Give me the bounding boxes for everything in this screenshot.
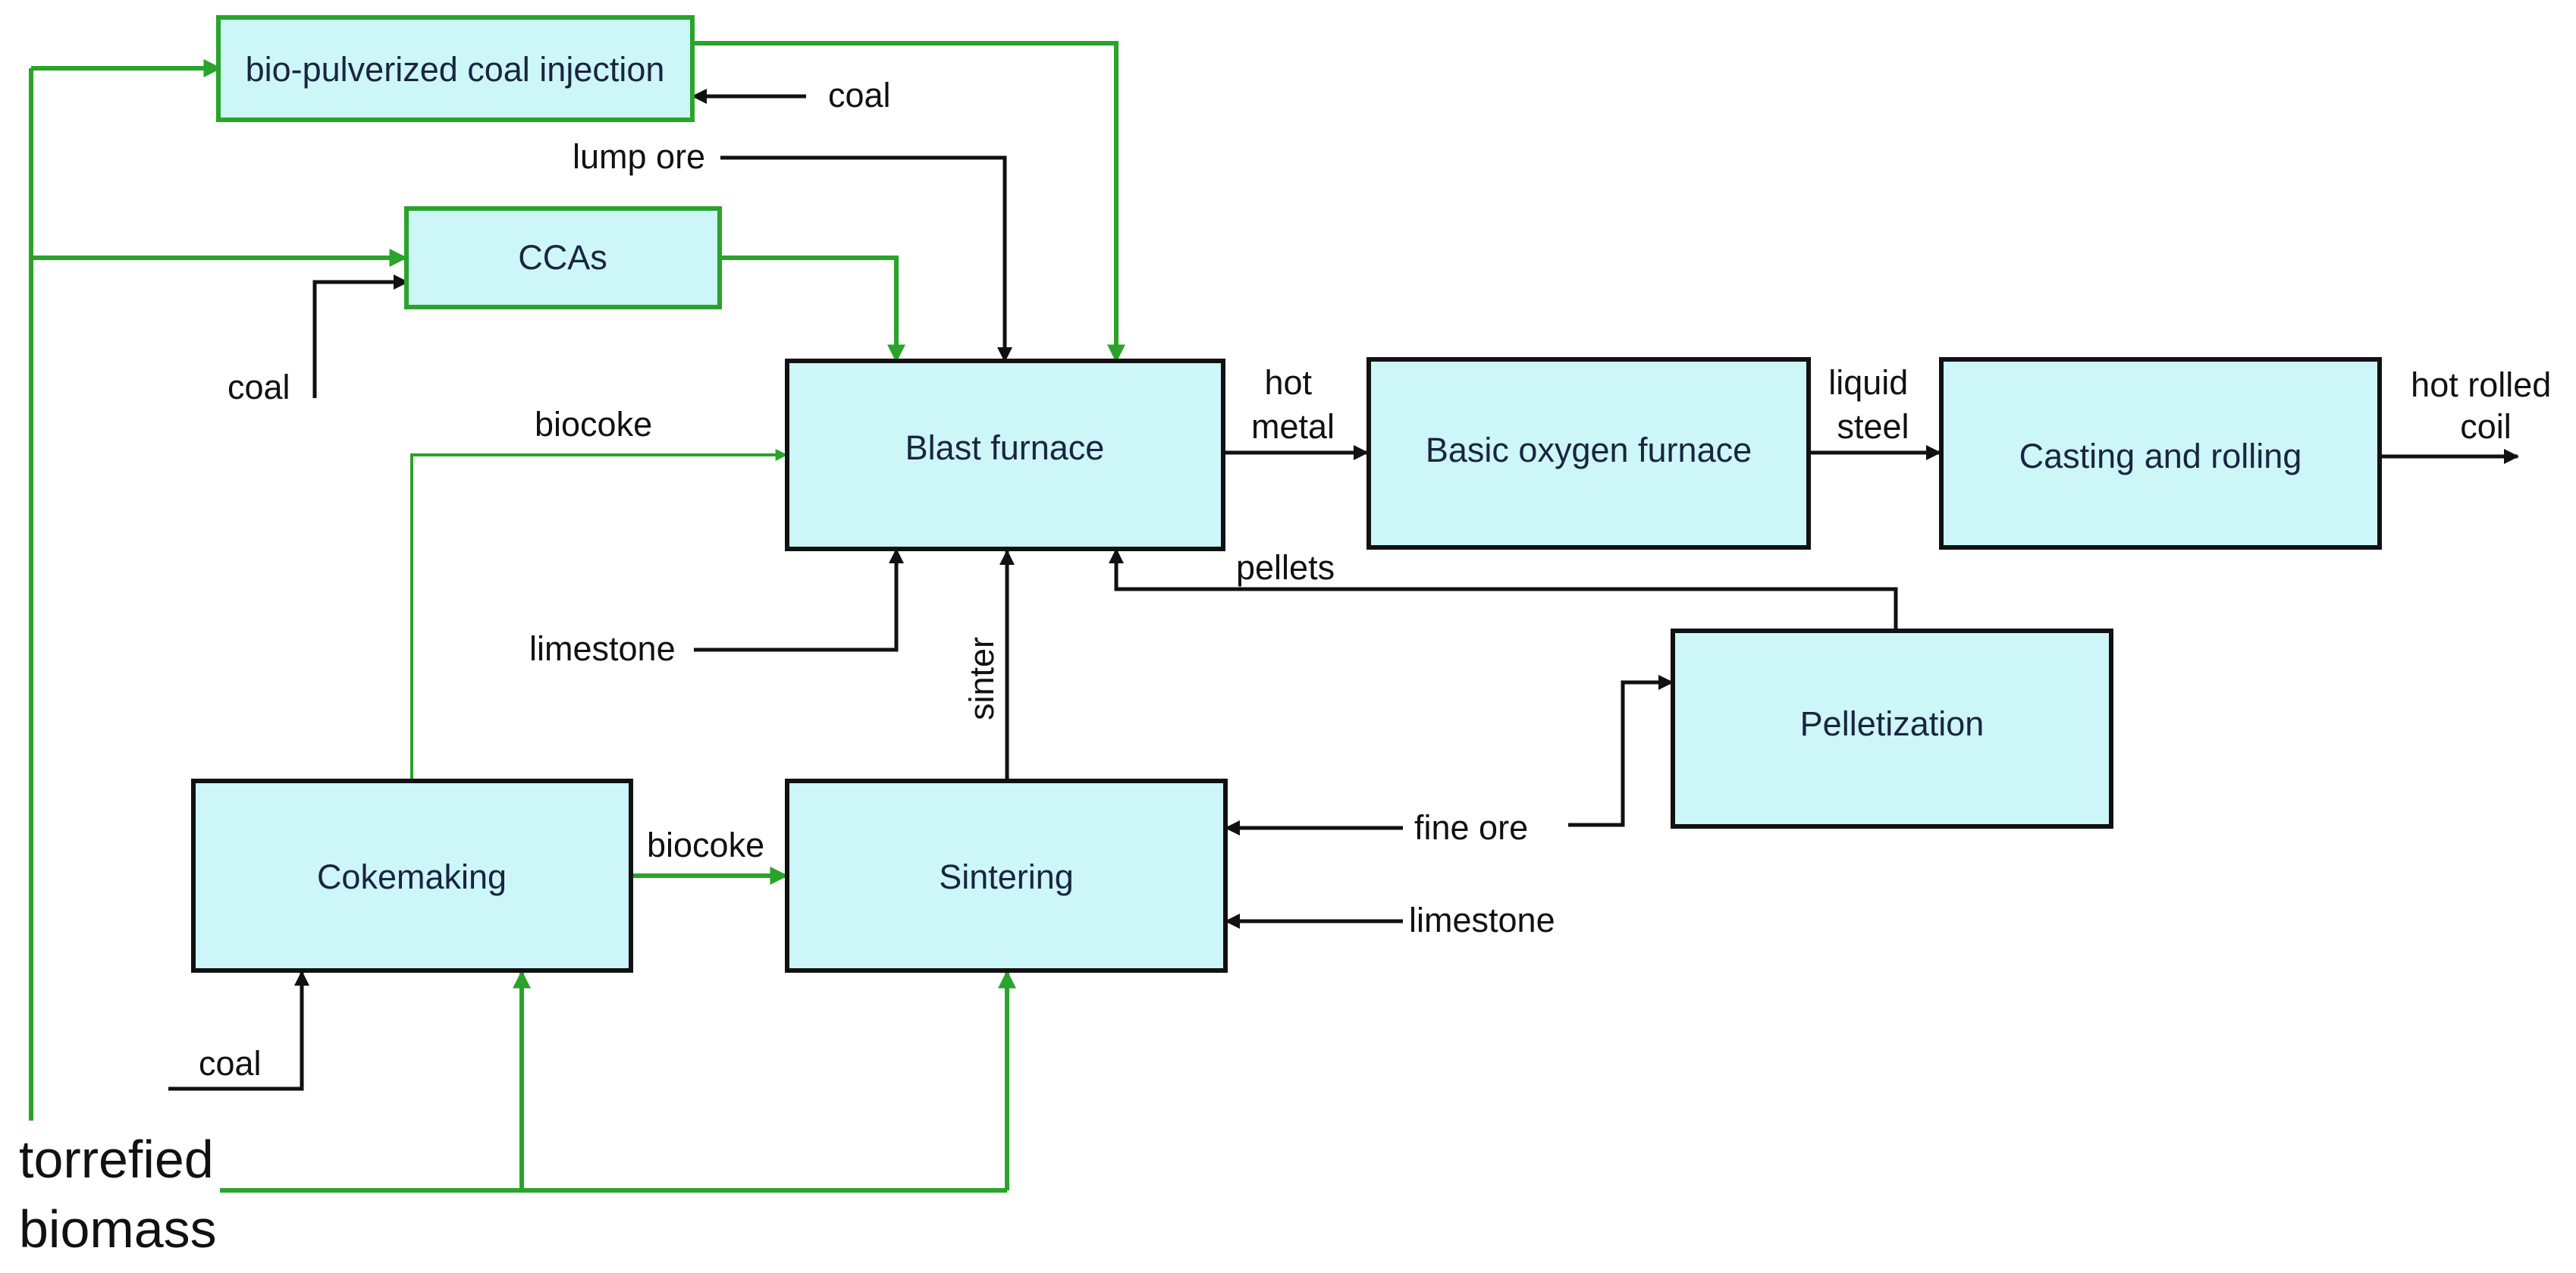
label-torrefied-biomass-line1: torrefied <box>19 1130 214 1189</box>
material-lines <box>168 89 2519 1091</box>
label-hot-rolled-coil-line1: hot rolled <box>2411 365 2551 404</box>
box-pelletization: Pelletization <box>1671 629 2113 829</box>
box-sintering: Sintering <box>785 779 1228 973</box>
label-fine-ore: fine ore <box>1414 808 1528 847</box>
label-lump-ore: lump ore <box>573 137 705 176</box>
box-bio-pci: bio-pulverized coal injection <box>216 15 695 122</box>
label-hot-metal-line1: hot <box>1264 363 1312 402</box>
label-hot-metal-line2: metal <box>1251 407 1335 446</box>
biocoke-to-bf-line <box>410 449 788 781</box>
label-liquid-steel-line1: liquid <box>1828 363 1908 402</box>
label-sinter: sinter <box>962 637 1001 720</box>
coal-to-ccas-line <box>312 274 409 398</box>
box-basic-oxygen-furnace: Basic oxygen furnace <box>1366 357 1811 550</box>
box-cokemaking-rect <box>191 779 633 973</box>
box-bof-rect <box>1366 357 1811 550</box>
label-hot-rolled-coil-line2: coil <box>2460 407 2512 446</box>
lump-ore-to-bf-line <box>720 155 1012 362</box>
box-bio-pci-rect <box>216 15 695 122</box>
box-blast-furnace-label: Blast furnace <box>905 428 1105 467</box>
label-liquid-steel: liquid steel <box>1828 363 1918 446</box>
label-hot-metal: hot metal <box>1251 363 1335 446</box>
label-limestone-sinter: limestone <box>1409 901 1555 939</box>
box-sintering-label: Sintering <box>939 858 1074 896</box>
box-ccas-rect <box>404 206 722 309</box>
box-cokemaking-label: Cokemaking <box>317 858 507 896</box>
pellets-line <box>1109 548 1898 631</box>
label-hot-rolled-coil: hot rolled coil <box>2411 365 2561 446</box>
coal-to-cokemaking-line <box>168 970 309 1091</box>
label-pellets: pellets <box>1236 548 1335 587</box>
box-bof-label: Basic oxygen furnace <box>1426 431 1752 469</box>
biomass-lines <box>29 41 1125 1193</box>
label-coal-coke: coal <box>199 1044 262 1083</box>
label-liquid-steel-line2: steel <box>1837 407 1909 446</box>
box-casting-and-rolling: Casting and rolling <box>1939 357 2382 550</box>
box-pelletization-label: Pelletization <box>1800 704 1985 743</box>
box-pelletization-rect <box>1671 629 2113 829</box>
bio-pci-to-bf-line <box>692 41 1125 363</box>
fine-ore-to-pelletization-line <box>1568 675 1674 827</box>
label-torrefied-biomass-line2: biomass <box>19 1199 217 1259</box>
box-ccas: CCAs <box>404 206 722 309</box>
box-casting-label: Casting and rolling <box>2019 437 2302 475</box>
box-blast-furnace-rect <box>785 359 1225 551</box>
box-casting-rect <box>1939 357 2382 550</box>
box-ccas-label: CCAs <box>518 238 607 277</box>
label-coal-pci: coal <box>828 76 891 114</box>
label-torrefied-biomass: torrefied biomass <box>19 1130 228 1259</box>
limestone-to-bf-line <box>694 548 904 652</box>
box-cokemaking: Cokemaking <box>191 779 633 973</box>
ccas-to-bf-line <box>720 256 905 363</box>
label-limestone-bf: limestone <box>529 629 676 668</box>
label-biocoke-bf: biocoke <box>535 405 652 444</box>
box-bio-pci-label: bio-pulverized coal injection <box>246 50 665 89</box>
label-coal-ccas: coal <box>227 368 290 406</box>
label-biocoke-sinter: biocoke <box>647 826 764 864</box>
box-sintering-rect <box>785 779 1228 973</box>
box-blast-furnace: Blast furnace <box>785 359 1225 551</box>
